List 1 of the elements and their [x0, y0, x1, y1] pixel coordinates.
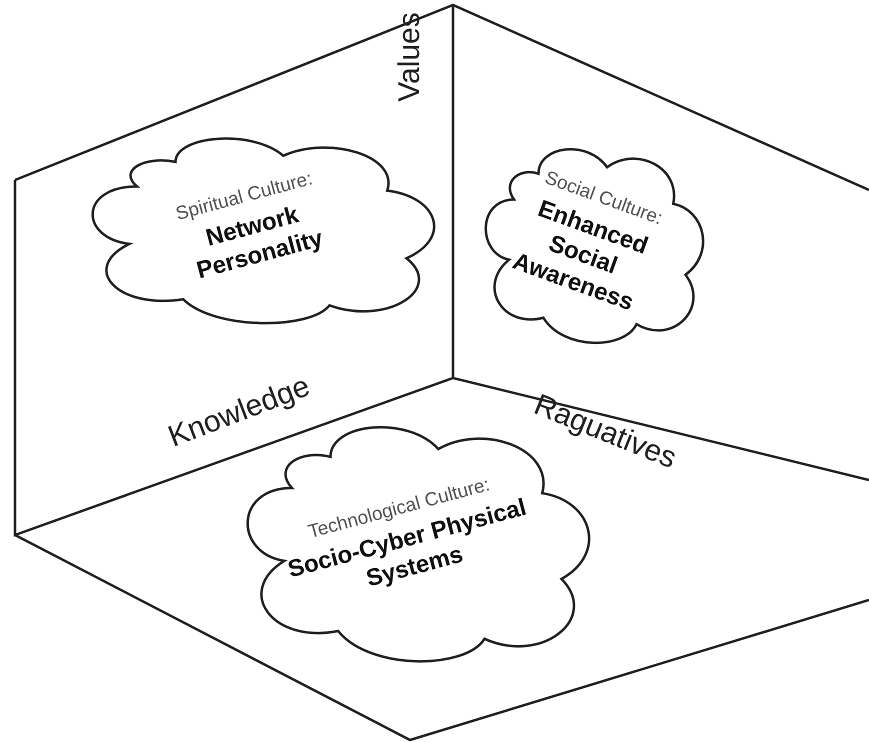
- axis-label: Values: [392, 12, 427, 102]
